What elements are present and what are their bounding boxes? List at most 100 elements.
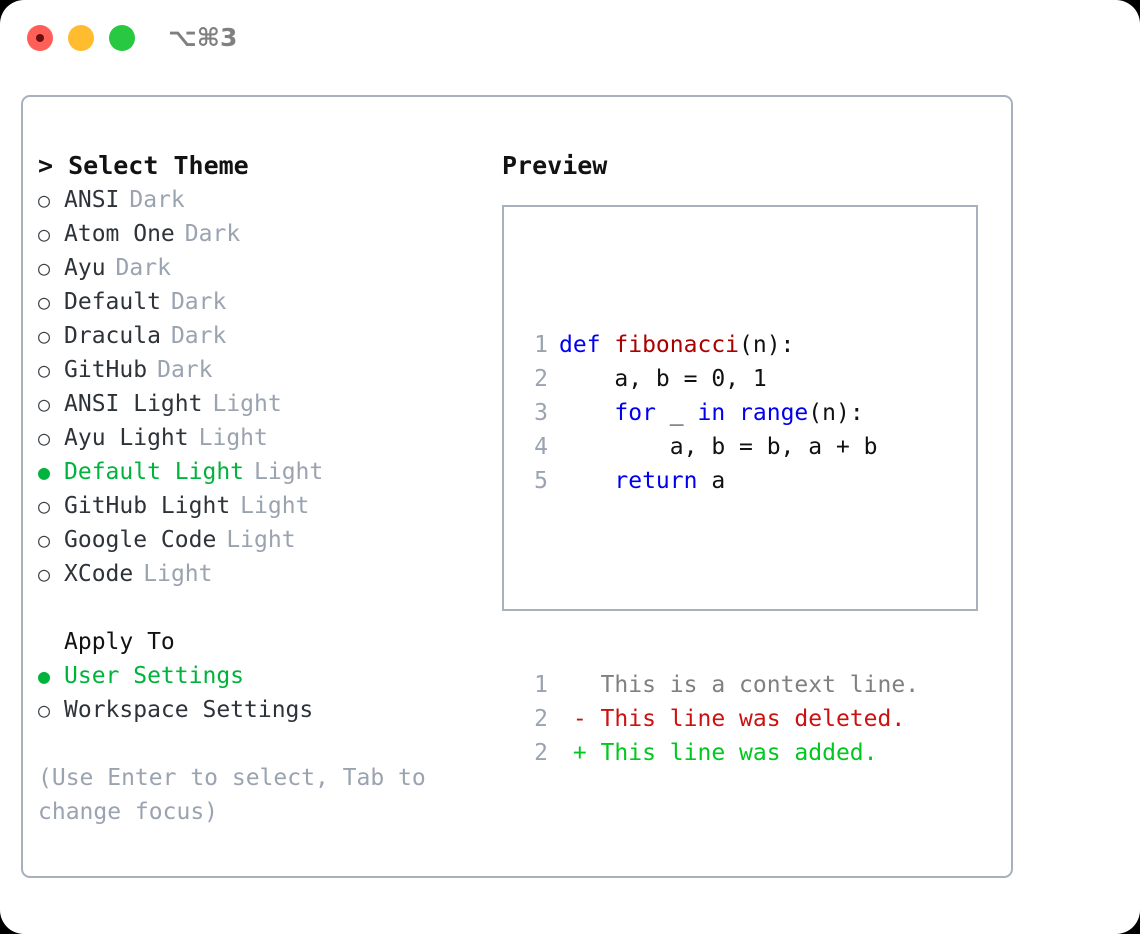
theme-option-label: XCode	[64, 561, 134, 587]
keyboard-hint-text: (Use Enter to select, Tab to change focu…	[38, 765, 440, 825]
theme-option-label: Ayu Light	[64, 425, 189, 451]
diff-line-text: This is a context line.	[586, 672, 920, 698]
code-line-content: a, b = 0, 1	[559, 362, 767, 396]
theme-option-label: ANSI Light	[64, 391, 203, 417]
code-token-kw: range	[739, 400, 809, 426]
code-token-plain: (n):	[739, 332, 795, 358]
code-token-plain: _	[655, 400, 698, 426]
radio-unselected-icon: ○	[38, 324, 51, 348]
diff-line-ctx: 1 This is a context line.	[518, 668, 919, 702]
code-token-plain	[559, 468, 614, 494]
code-line-2: 2 a, b = 0, 1	[518, 362, 919, 396]
theme-option-label: GitHub	[64, 357, 148, 383]
diff-sample: 1 This is a context line. 2 - This line w…	[518, 668, 919, 770]
diff-line-number: 2	[534, 740, 548, 766]
maximize-button[interactable]	[109, 25, 135, 51]
radio-unselected-icon: ○	[38, 528, 51, 552]
diff-line-number: 1	[534, 672, 548, 698]
theme-variant-badge: Light	[254, 459, 324, 485]
code-line-4: 4 a, b = b, a + b	[518, 430, 919, 464]
code-line-number: 4	[534, 434, 548, 460]
theme-option-label: Ayu	[64, 255, 106, 281]
theme-option-10[interactable]: ○ Google Code Light	[38, 523, 488, 557]
radio-unselected-icon: ○	[38, 698, 51, 722]
minimize-button[interactable]	[68, 25, 94, 51]
code-token-kw: in	[697, 400, 726, 426]
select-theme-header: > Select Theme	[38, 151, 249, 180]
code-token-plain	[559, 400, 614, 426]
theme-variant-badge: Light	[143, 561, 213, 587]
radio-unselected-icon: ○	[38, 392, 51, 416]
radio-unselected-icon: ○	[38, 494, 51, 518]
code-line-content: for _ in range(n):	[559, 396, 864, 430]
apply-to-header: Apply To	[64, 629, 175, 655]
theme-option-7[interactable]: ○ Ayu Light Light	[38, 421, 488, 455]
theme-option-label: Google Code	[64, 527, 217, 553]
code-line-number: 1	[534, 332, 548, 358]
diff-marker	[559, 668, 587, 702]
code-token-kw: return	[614, 468, 698, 494]
code-token-plain: a, b = 0, 1	[559, 366, 767, 392]
theme-option-1[interactable]: ○ Atom One Dark	[38, 217, 488, 251]
code-line-number: 2	[534, 366, 548, 392]
theme-option-label: Dracula	[64, 323, 161, 349]
theme-variant-badge: Light	[226, 527, 296, 553]
code-token-plain: (n):	[808, 400, 864, 426]
radio-selected-icon: ●	[38, 460, 51, 484]
radio-unselected-icon: ○	[38, 188, 51, 212]
radio-unselected-icon: ○	[38, 290, 51, 314]
theme-variant-badge: Dark	[170, 323, 227, 349]
keyboard-shortcut-label: ⌥⌘3	[168, 23, 238, 52]
code-token-plain	[725, 400, 739, 426]
apply-to-option-1[interactable]: ○ Workspace Settings	[38, 693, 488, 727]
apply-to-option-label: User Settings	[64, 663, 245, 689]
code-blank-line	[518, 566, 919, 600]
theme-option-label: Default Light	[64, 459, 245, 485]
diff-line-number: 2	[534, 706, 548, 732]
theme-option-9[interactable]: ○ GitHub Light Light	[38, 489, 488, 523]
code-line-5: 5 return a	[518, 464, 919, 498]
radio-unselected-icon: ○	[38, 222, 51, 246]
apply-to-option-0[interactable]: ●User Settings	[38, 659, 488, 693]
theme-variant-badge: Light	[212, 391, 282, 417]
code-token-plain: a	[697, 468, 726, 494]
theme-option-label: Default	[64, 289, 161, 315]
code-line-number: 5	[534, 468, 548, 494]
theme-option-label: ANSI	[64, 187, 120, 213]
diff-line-text: This line was added.	[586, 740, 878, 766]
diff-line-add: 2 + This line was added.	[518, 736, 919, 770]
code-token-kw: def	[559, 332, 615, 358]
theme-option-label: GitHub Light	[64, 493, 231, 519]
window-controls	[27, 25, 135, 51]
preview-header: Preview	[502, 151, 608, 180]
apply-to-option-label: Workspace Settings	[64, 697, 314, 723]
code-line-content: return a	[559, 464, 725, 498]
theme-variant-badge: Dark	[157, 357, 213, 383]
theme-variant-badge: Light	[198, 425, 268, 451]
code-token-kw: for	[614, 400, 656, 426]
radio-unselected-icon: ○	[38, 426, 51, 450]
theme-option-4[interactable]: ○ Dracula Dark	[38, 319, 488, 353]
theme-variant-badge: Dark	[184, 221, 241, 247]
diff-marker: -	[559, 706, 587, 732]
theme-option-6[interactable]: ○ ANSI Light Light	[38, 387, 488, 421]
close-button[interactable]	[27, 25, 53, 51]
code-token-plain: a, b = b, a + b	[559, 434, 878, 460]
theme-option-8[interactable]: ● Default Light Light	[38, 455, 488, 489]
theme-option-label: Atom One	[64, 221, 175, 247]
theme-variant-badge: Light	[240, 493, 310, 519]
